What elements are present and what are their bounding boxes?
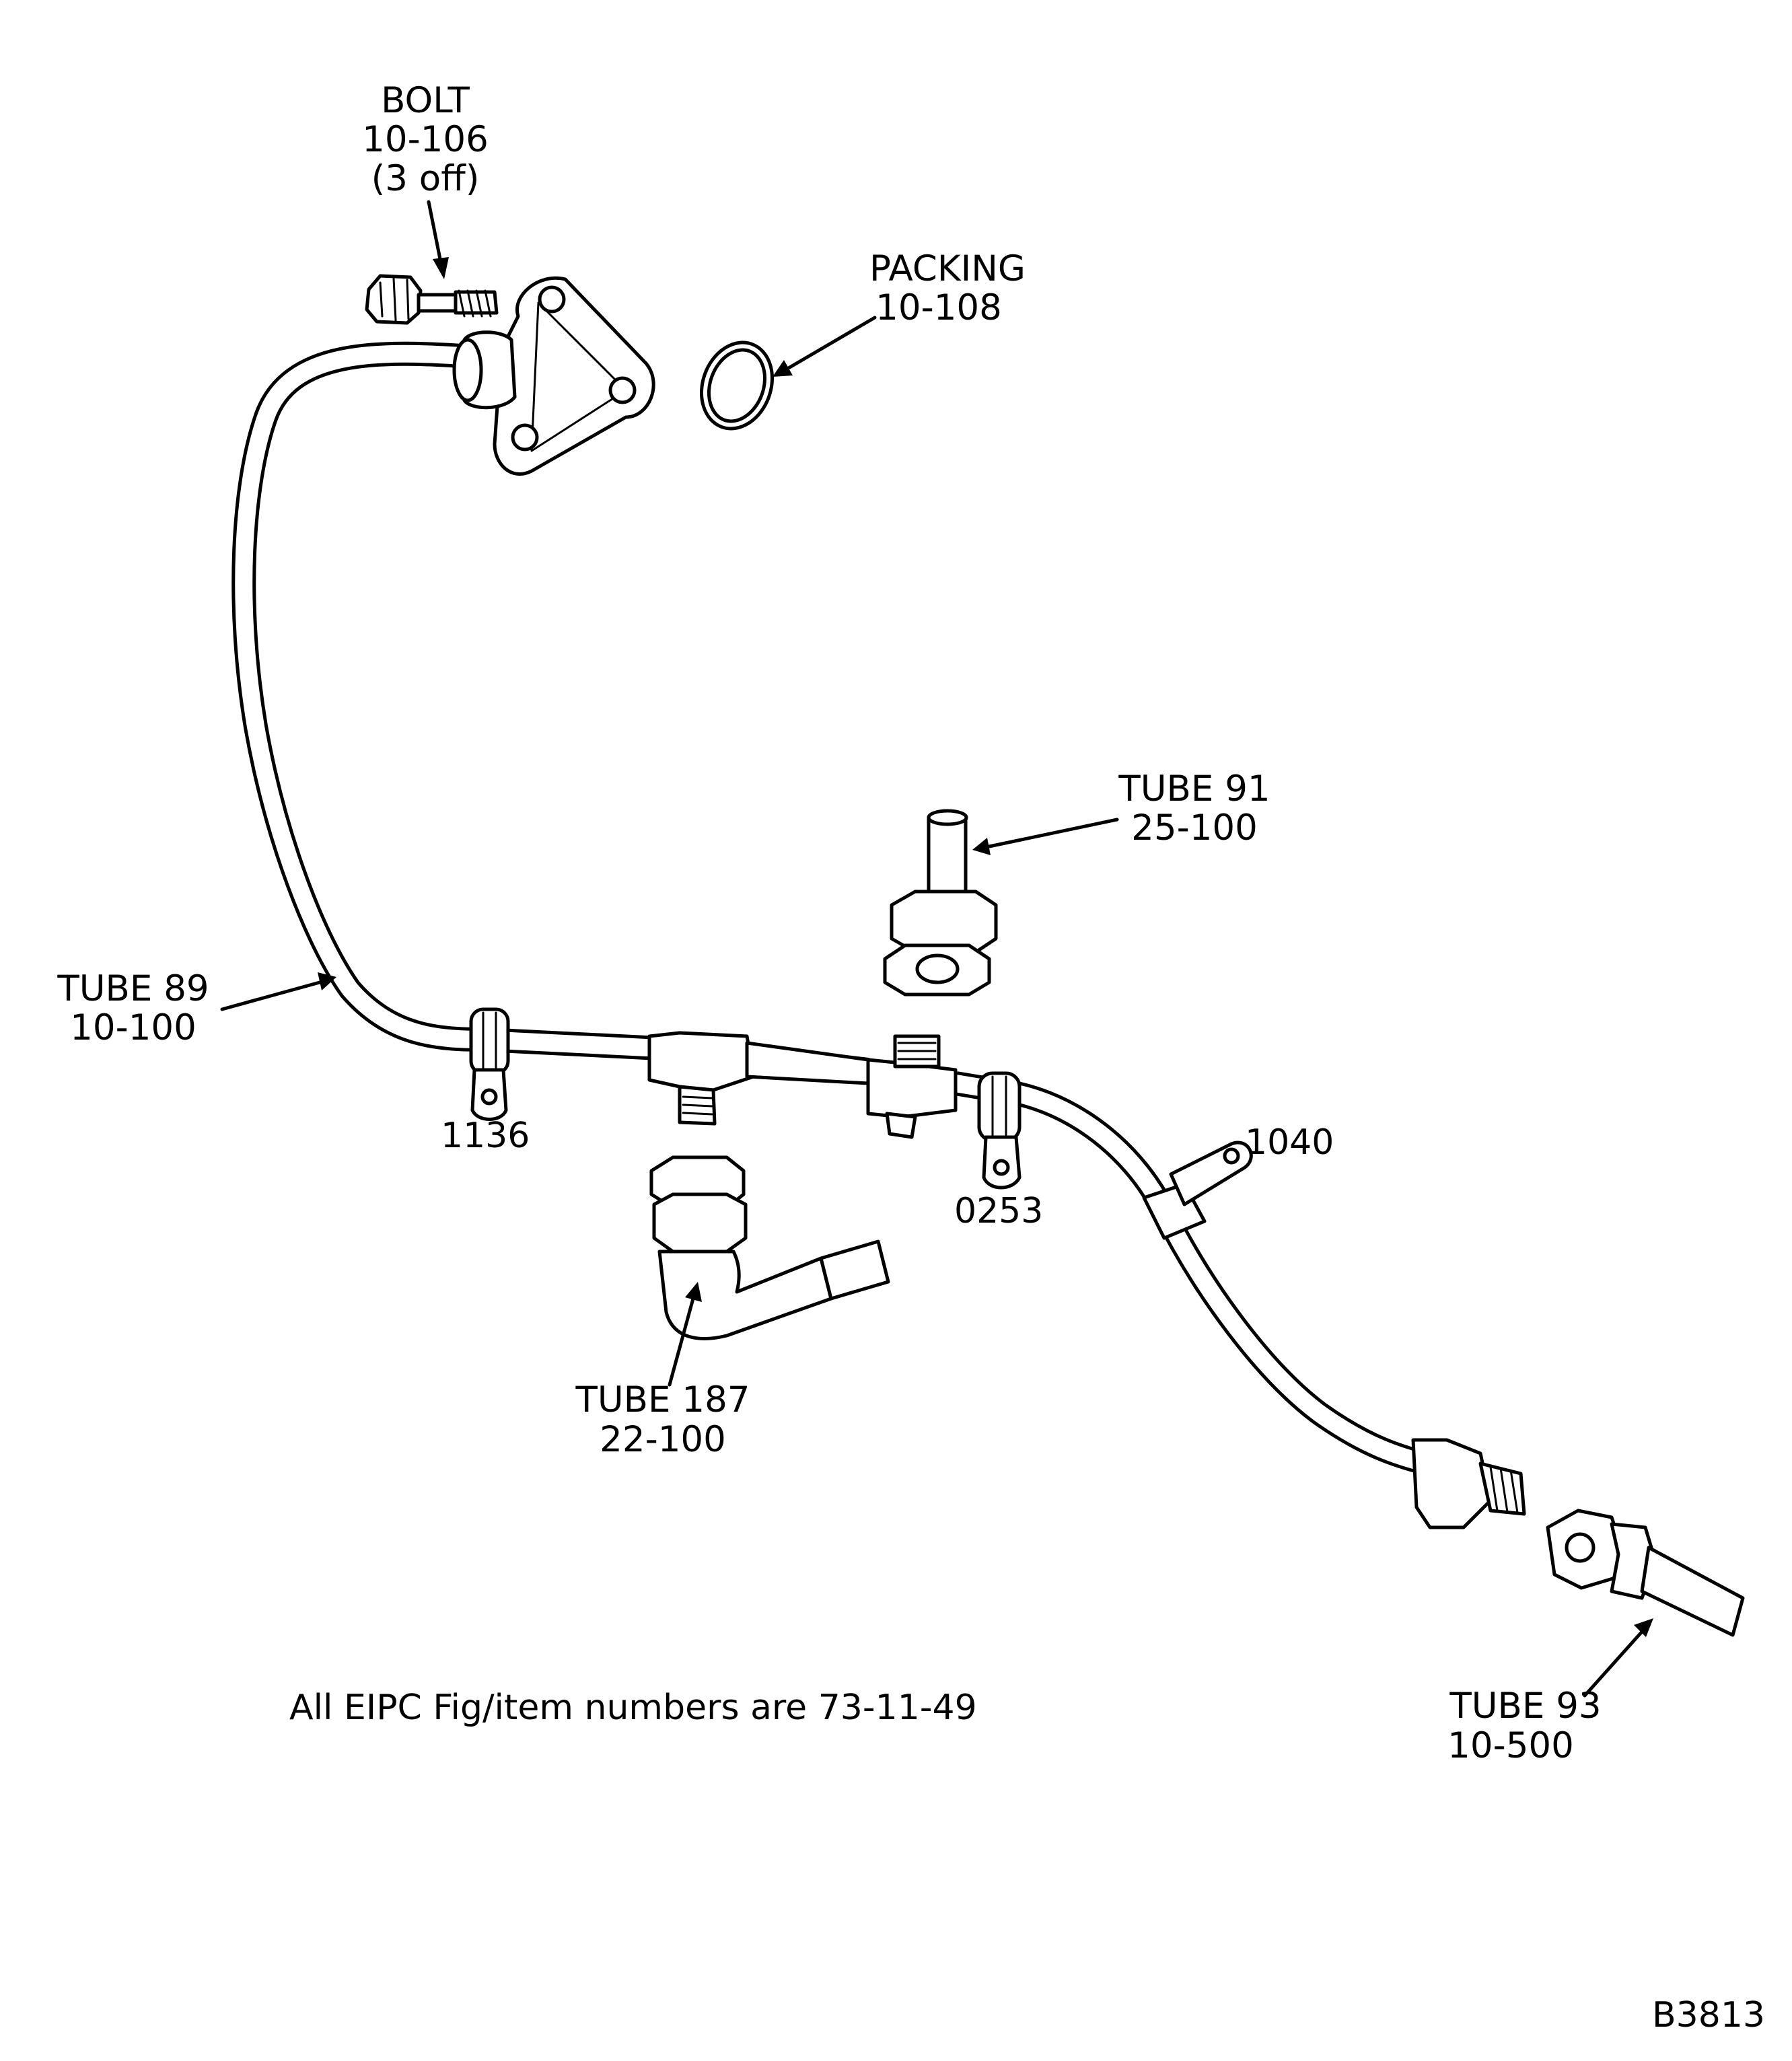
bolt-qty-label: (3 off) (371, 158, 480, 199)
figure-reference: B3813 (1652, 1995, 1765, 2035)
tube-89-ref-label: 10-100 (70, 1007, 196, 1048)
bolt-name-label: BOLT (381, 80, 470, 121)
tube-89 (231, 341, 687, 1062)
clip-0253-label: 0253 (954, 1191, 1043, 1231)
tube-93-ref-label: 10-500 (1447, 1725, 1574, 1766)
leader-bolt (427, 200, 449, 279)
tee-fitting-left (647, 1031, 870, 1126)
tube-91-name-label: TUBE 91 (1118, 768, 1270, 809)
leader-tube-93 (1583, 1618, 1653, 1698)
tube-93-name-label: TUBE 93 (1449, 1686, 1601, 1727)
packing-ring (699, 340, 775, 431)
tube-93-part (1546, 1509, 1745, 1637)
tube-187-ref-label: 22-100 (600, 1419, 726, 1460)
footnote: All EIPC Fig/item numbers are 73-11-49 (289, 1688, 977, 1728)
tube-93-end-fitting (1411, 1438, 1526, 1529)
tube-89-name-label: TUBE 89 (57, 968, 209, 1009)
leader-tube-91 (972, 818, 1119, 855)
bolt-ref-label: 10-106 (362, 119, 489, 160)
callout-tube-187: TUBE 187 22-100 (575, 1379, 750, 1460)
leader-tube-187 (668, 1282, 702, 1387)
tube-91-part (883, 809, 998, 997)
flange-hole-right (608, 376, 637, 404)
flange-hole-bottom (511, 423, 539, 451)
leader-tube-89 (220, 972, 336, 1011)
bolt (365, 274, 499, 325)
clip-0253 (977, 1071, 1022, 1190)
callout-tube-89: TUBE 89 10-100 (57, 968, 209, 1048)
tube-187-name-label: TUBE 187 (575, 1379, 750, 1420)
tube-91-ref-label: 25-100 (1131, 807, 1258, 848)
callout-tube-93: TUBE 93 10-500 (1447, 1686, 1602, 1766)
callout-packing: PACKING 10-108 (869, 248, 1026, 328)
callout-bolt: BOLT 10-106 (3 off) (362, 80, 489, 199)
clip-1040 (1142, 1141, 1253, 1240)
tube-187-part (649, 1155, 890, 1340)
tee-fitting-right (866, 1034, 958, 1139)
packing-name-label: PACKING (869, 248, 1026, 289)
callout-tube-91: TUBE 91 25-100 (1118, 768, 1270, 848)
flange (452, 276, 655, 476)
clip-1136-label: 1136 (441, 1116, 530, 1156)
packing-ref-label: 10-108 (875, 287, 1002, 328)
leader-packing (773, 316, 877, 377)
clip-1040-label: 1040 (1245, 1122, 1334, 1163)
flange-hole-top (538, 285, 566, 314)
clip-1136 (469, 1007, 510, 1121)
